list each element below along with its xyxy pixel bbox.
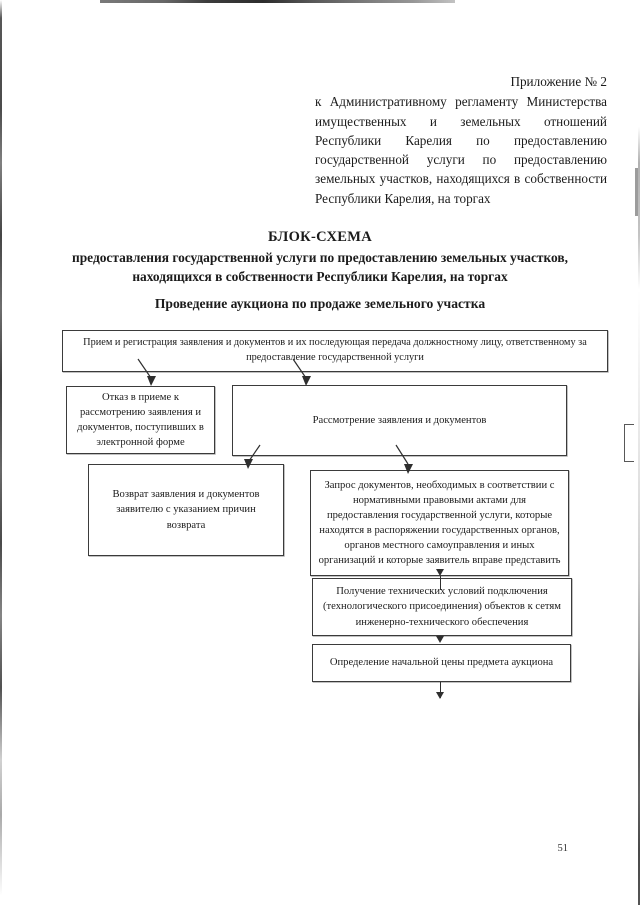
flow-box-intake-label: Прием и регистрация заявления и документ…	[83, 337, 587, 363]
connector-review-to-request	[395, 444, 413, 474]
connector-price-to-next-line	[440, 682, 441, 698]
page-subtitle: предоставления государственной услуги по…	[72, 250, 568, 285]
appendix-number: Приложение № 2	[510, 74, 607, 89]
connector-request-to-technical-line	[440, 576, 441, 590]
scan-artifact-right-edge	[638, 0, 640, 905]
scan-artifact-right-block	[635, 168, 638, 216]
flow-box-request-label: Запрос документов, необходимых в соответ…	[318, 479, 561, 567]
flow-box-technical-conditions: Получение технических условий подключени…	[312, 578, 572, 636]
appendix-header: Приложение № 2 к Административному регла…	[315, 72, 607, 208]
flow-box-review: Рассмотрение заявления и документов	[232, 385, 567, 456]
connector-intake-to-refusal	[137, 358, 156, 386]
scan-artifact-left-edge	[0, 0, 2, 905]
page-number: 51	[557, 843, 569, 854]
flow-box-request: Запрос документов, необходимых в соответ…	[310, 470, 569, 576]
connector-review-to-return	[244, 444, 261, 469]
connector-request-to-technical-arrow	[436, 569, 444, 576]
scan-artifact-top-edge	[100, 0, 455, 3]
flow-box-initial-price: Определение начальной цены предмета аукц…	[312, 644, 571, 682]
flow-box-return: Возврат заявления и документов заявителю…	[88, 464, 284, 556]
appendix-reference-paragraph: к Административному регламенту Министерс…	[315, 94, 607, 206]
section-title: Проведение аукциона по продаже земельног…	[154, 296, 486, 311]
flow-box-initial-price-label: Определение начальной цены предмета аукц…	[329, 657, 554, 669]
flow-box-intake: Прием и регистрация заявления и документ…	[62, 330, 608, 372]
page-title: БЛОК-СХЕМА	[267, 229, 373, 245]
connector-intake-to-review	[292, 358, 311, 386]
flow-box-refusal: Отказ в приеме к рассмотрению заявления …	[66, 386, 215, 454]
scan-artifact-right-box	[624, 424, 634, 462]
flow-box-refusal-label: Отказ в приеме к рассмотрению заявления …	[77, 391, 204, 449]
connector-technical-to-price-arrow	[436, 636, 444, 643]
flow-box-return-label: Возврат заявления и документов заявителю…	[112, 489, 260, 531]
appendix-reference-text: к Административному регламенту Министерс…	[315, 92, 607, 208]
flow-box-review-label: Рассмотрение заявления и документов	[312, 414, 487, 426]
flow-box-technical-conditions-label: Получение технических условий подключени…	[323, 586, 561, 628]
connector-price-to-next-arrow	[436, 692, 444, 699]
